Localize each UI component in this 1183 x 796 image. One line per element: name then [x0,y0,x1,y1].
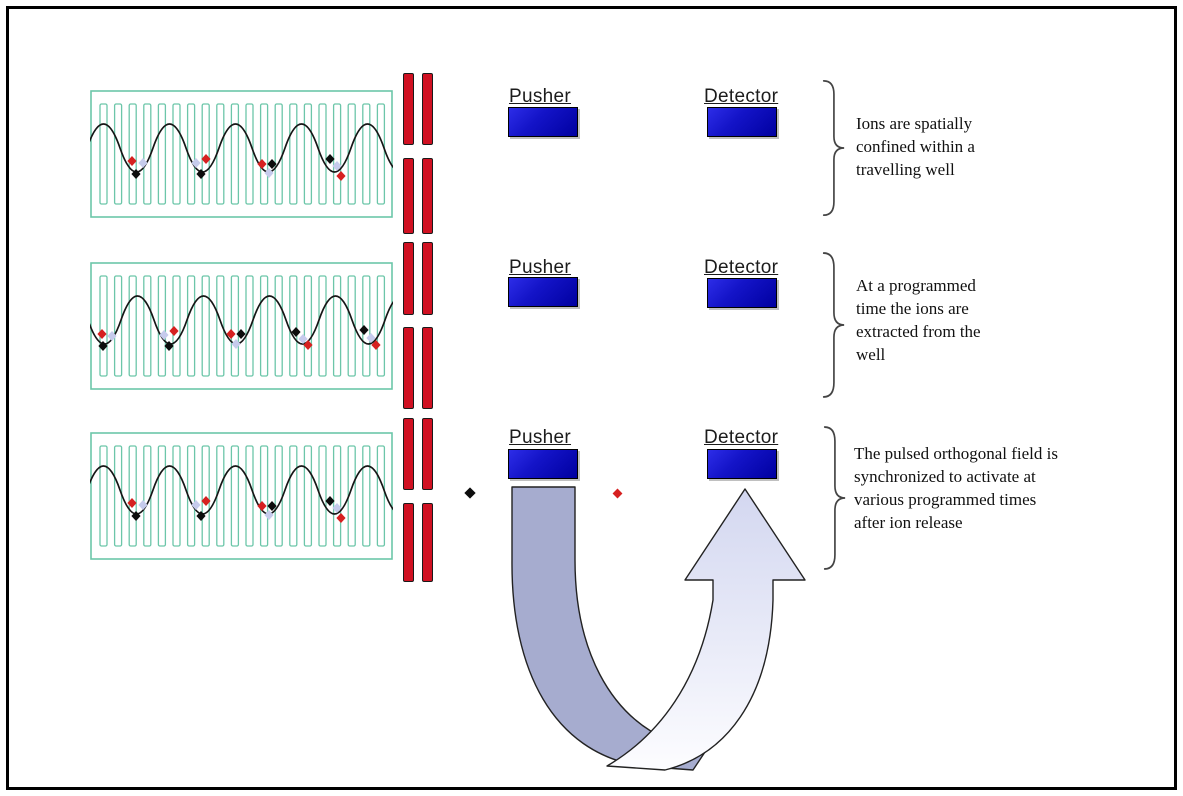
lens-bar [422,327,433,409]
ion-guide-row1 [90,90,393,218]
lens-bar [403,158,414,234]
lens-bar [422,418,433,490]
pusher-box-row2 [508,277,578,307]
lens-bar [403,73,414,145]
brace-row1 [822,80,846,216]
pusher-label-row2: Pusher [509,257,572,278]
brace-row2 [822,252,846,398]
detector-label-row1: Detector [704,86,779,107]
released-ion-black-diamond [464,487,476,499]
pusher-to-detector-arrow [511,486,806,771]
lens-bar [422,503,433,582]
brace-row3 [823,426,847,570]
pusher-box-row3 [508,449,578,479]
caption-row1: Ions are spatially confined within a tra… [856,114,975,179]
arrow-down-band [511,486,706,771]
guide-box [90,262,393,390]
lens-bar [422,242,433,315]
lens-bar [403,418,414,490]
arrow-up-band-with-head [606,488,806,771]
lens-bar [422,73,433,145]
detector-box-row2 [707,278,777,308]
ion-guide-row3 [90,432,393,560]
pusher-label-row1: Pusher [509,86,572,107]
detector-box-row1 [707,107,777,137]
ion-guide-row2 [90,262,393,390]
detector-label-row3: Detector [704,427,779,448]
pusher-label-row3: Pusher [509,427,572,448]
caption-row3: The pulsed orthogonal field is synchroni… [854,444,1058,532]
guide-box [90,432,393,560]
lens-bar [403,503,414,582]
pusher-box-row1 [508,107,578,137]
detector-box-row3 [707,449,777,479]
lens-bar [403,242,414,315]
lens-bar [403,327,414,409]
guide-box [90,90,393,218]
detector-label-row2: Detector [704,257,779,278]
lens-bar [422,158,433,234]
caption-row2: At a programmed time the ions are extrac… [856,276,981,364]
